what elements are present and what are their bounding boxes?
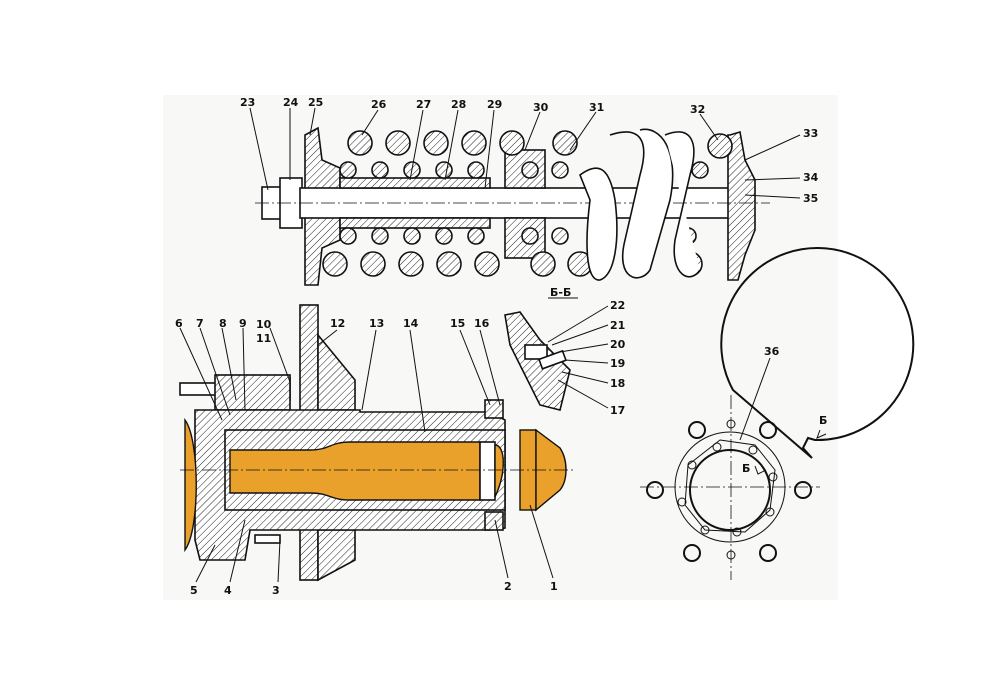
callout-30: 30 bbox=[533, 101, 549, 114]
section-detail bbox=[504, 297, 609, 411]
callout-32: 32 bbox=[690, 103, 705, 116]
callout-15: 15 bbox=[450, 317, 465, 330]
spring-assembly bbox=[249, 107, 801, 286]
callout-21: 21 bbox=[610, 319, 625, 332]
callout-19: 19 bbox=[610, 357, 625, 370]
callout-33: 33 bbox=[803, 127, 818, 140]
callout-4: 4 bbox=[224, 584, 232, 597]
callout-8: 8 bbox=[219, 317, 227, 330]
callout-3: 3 bbox=[272, 584, 280, 597]
section-title: Б-Б bbox=[550, 286, 571, 299]
leader-lines bbox=[179, 327, 554, 583]
callout-25: 25 bbox=[308, 96, 323, 109]
flange-view bbox=[640, 247, 915, 580]
callout-23: 23 bbox=[240, 96, 255, 109]
callout-31: 31 bbox=[589, 101, 604, 114]
callout-20: 20 bbox=[610, 338, 626, 351]
section-mark-inner: Б bbox=[742, 462, 750, 475]
callout-1: 1 bbox=[550, 580, 558, 593]
callout-16: 16 bbox=[474, 317, 490, 330]
callout-14: 14 bbox=[403, 317, 419, 330]
callout-34: 34 bbox=[803, 171, 819, 184]
callout-18: 18 bbox=[610, 377, 625, 390]
tensioner-section bbox=[179, 304, 575, 583]
callout-17: 17 bbox=[610, 404, 625, 417]
sleeve-top bbox=[339, 177, 491, 189]
callout-11: 11 bbox=[256, 332, 271, 345]
callout-28: 28 bbox=[451, 98, 466, 111]
callout-2: 2 bbox=[504, 580, 512, 593]
end-plate-right bbox=[727, 130, 756, 281]
callout-26: 26 bbox=[371, 98, 387, 111]
callout-13: 13 bbox=[369, 317, 384, 330]
callout-5: 5 bbox=[190, 584, 198, 597]
spring-coils bbox=[322, 128, 733, 281]
section-mark-outer: Б bbox=[819, 414, 827, 427]
callout-labels: 23 24 25 26 27 28 29 30 31 32 33 34 35 Б… bbox=[175, 96, 827, 597]
callout-35: 35 bbox=[803, 192, 818, 205]
callout-7: 7 bbox=[196, 317, 204, 330]
callout-27: 27 bbox=[416, 98, 431, 111]
callout-24: 24 bbox=[283, 96, 299, 109]
callout-10: 10 bbox=[256, 318, 272, 331]
callout-12: 12 bbox=[330, 317, 345, 330]
leader-lines bbox=[249, 107, 801, 199]
callout-22: 22 bbox=[610, 299, 625, 312]
callout-29: 29 bbox=[487, 98, 502, 111]
callout-36: 36 bbox=[764, 345, 780, 358]
callout-9: 9 bbox=[239, 317, 247, 330]
callout-6: 6 bbox=[175, 317, 183, 330]
sleeve-bottom bbox=[339, 217, 491, 229]
